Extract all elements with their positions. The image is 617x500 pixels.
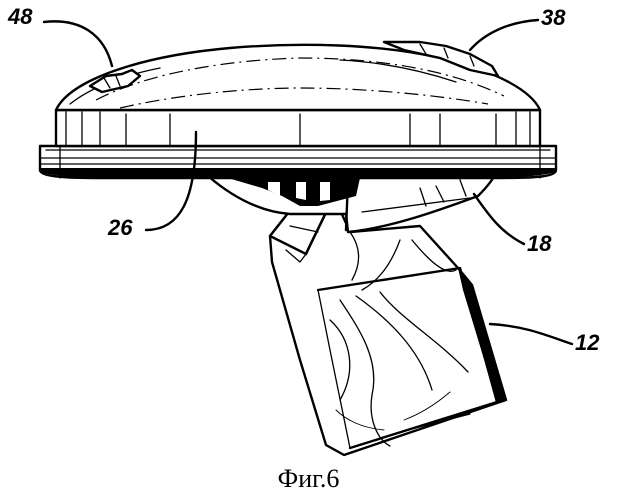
base-flange	[40, 146, 556, 178]
reference-numeral-12: 12	[575, 332, 599, 354]
reference-numeral-38: 38	[541, 7, 565, 29]
leader-12	[490, 324, 572, 344]
leader-38	[470, 20, 538, 50]
chamber-18	[208, 172, 496, 232]
dome-lid	[56, 42, 540, 146]
leader-18	[474, 194, 524, 244]
figure-caption: Фиг.6	[0, 466, 617, 492]
pouch-package	[270, 198, 506, 455]
leader-48	[44, 21, 112, 66]
reference-numeral-48: 48	[8, 6, 32, 28]
reference-numeral-18: 18	[527, 233, 551, 255]
reference-numeral-26: 26	[108, 217, 132, 239]
